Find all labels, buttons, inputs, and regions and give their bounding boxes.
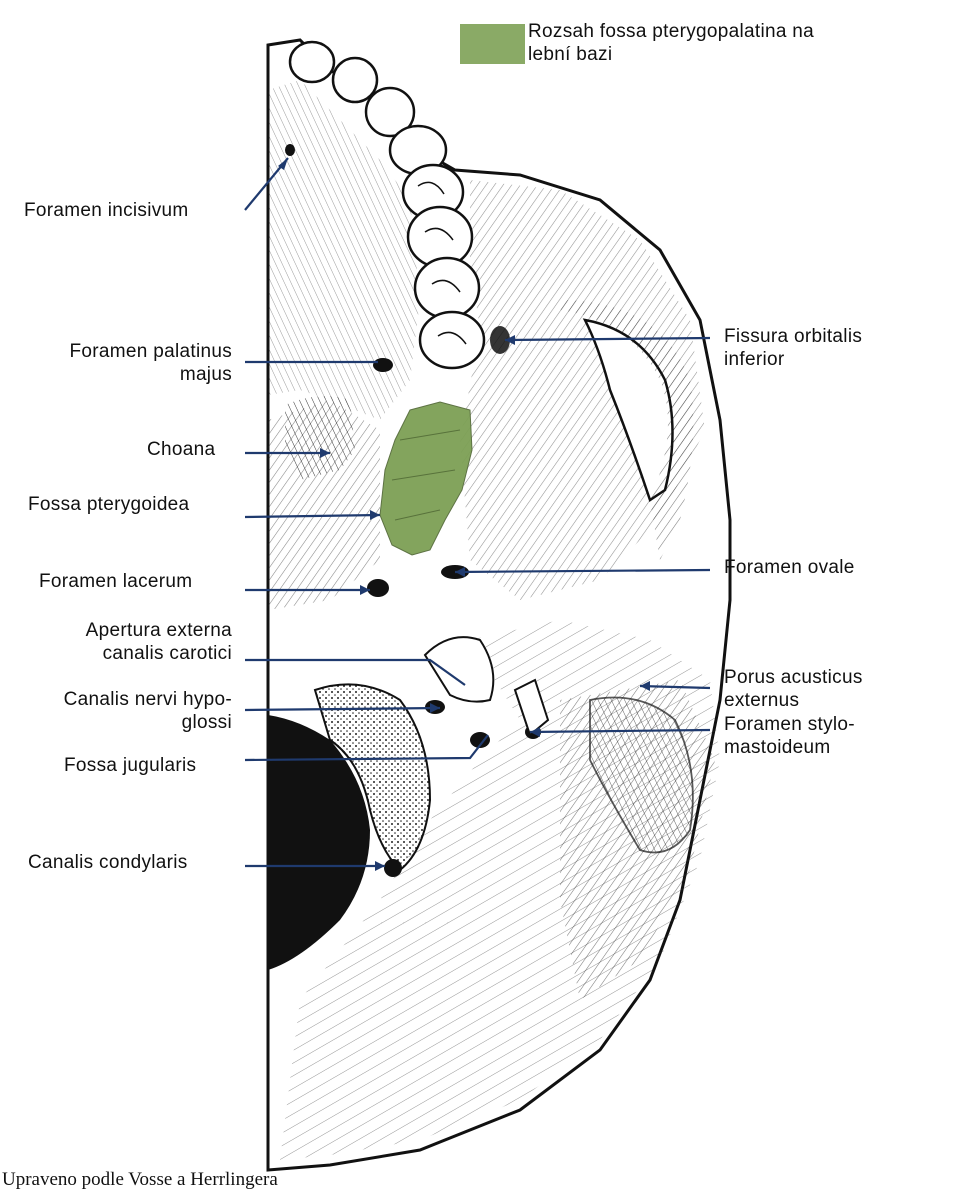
leader-lines — [244, 157, 711, 868]
legend-text: Rozsah fossa pterygopalatina na lební ba… — [528, 20, 814, 66]
legend-line-2: lební bazi — [528, 44, 613, 65]
label-foramen-stylomastoideum: Foramen stylo- mastoideum — [724, 714, 855, 758]
label-foramen-incisivum: Foramen incisivum — [24, 200, 189, 221]
label-canalis-nervi-hypoglossi: Canalis nervi hypo- glossi — [63, 689, 232, 733]
legend-swatch — [460, 24, 525, 64]
legend-line-1: Rozsah fossa pterygopalatina na — [528, 21, 815, 42]
teeth — [288, 40, 486, 370]
label-canalis-condylaris: Canalis condylaris — [28, 852, 188, 873]
label-foramen-lacerum: Foramen lacerum — [39, 571, 193, 592]
label-choana: Choana — [147, 439, 216, 460]
label-foramen-ovale: Foramen ovale — [724, 557, 855, 578]
credit-text: Upraveno podle Vosse a Herrlingera — [2, 1169, 278, 1190]
foramen-magnum — [268, 715, 370, 970]
label-fossa-pterygoidea: Fossa pterygoidea — [28, 494, 190, 515]
label-apertura-externa: Apertura externa canalis carotici — [85, 620, 232, 664]
label-fossa-jugularis: Fossa jugularis — [64, 755, 197, 776]
label-porus-acusticus-externus: Porus acusticus externus — [724, 667, 863, 711]
fossa-pterygopalatina-region — [379, 401, 473, 556]
label-foramen-palatinus-majus: Foramen palatinus majus — [69, 341, 232, 385]
label-fissura-orbitalis-inferior: Fissura orbitalis inferior — [724, 326, 863, 370]
occipital-condyle — [313, 683, 432, 872]
